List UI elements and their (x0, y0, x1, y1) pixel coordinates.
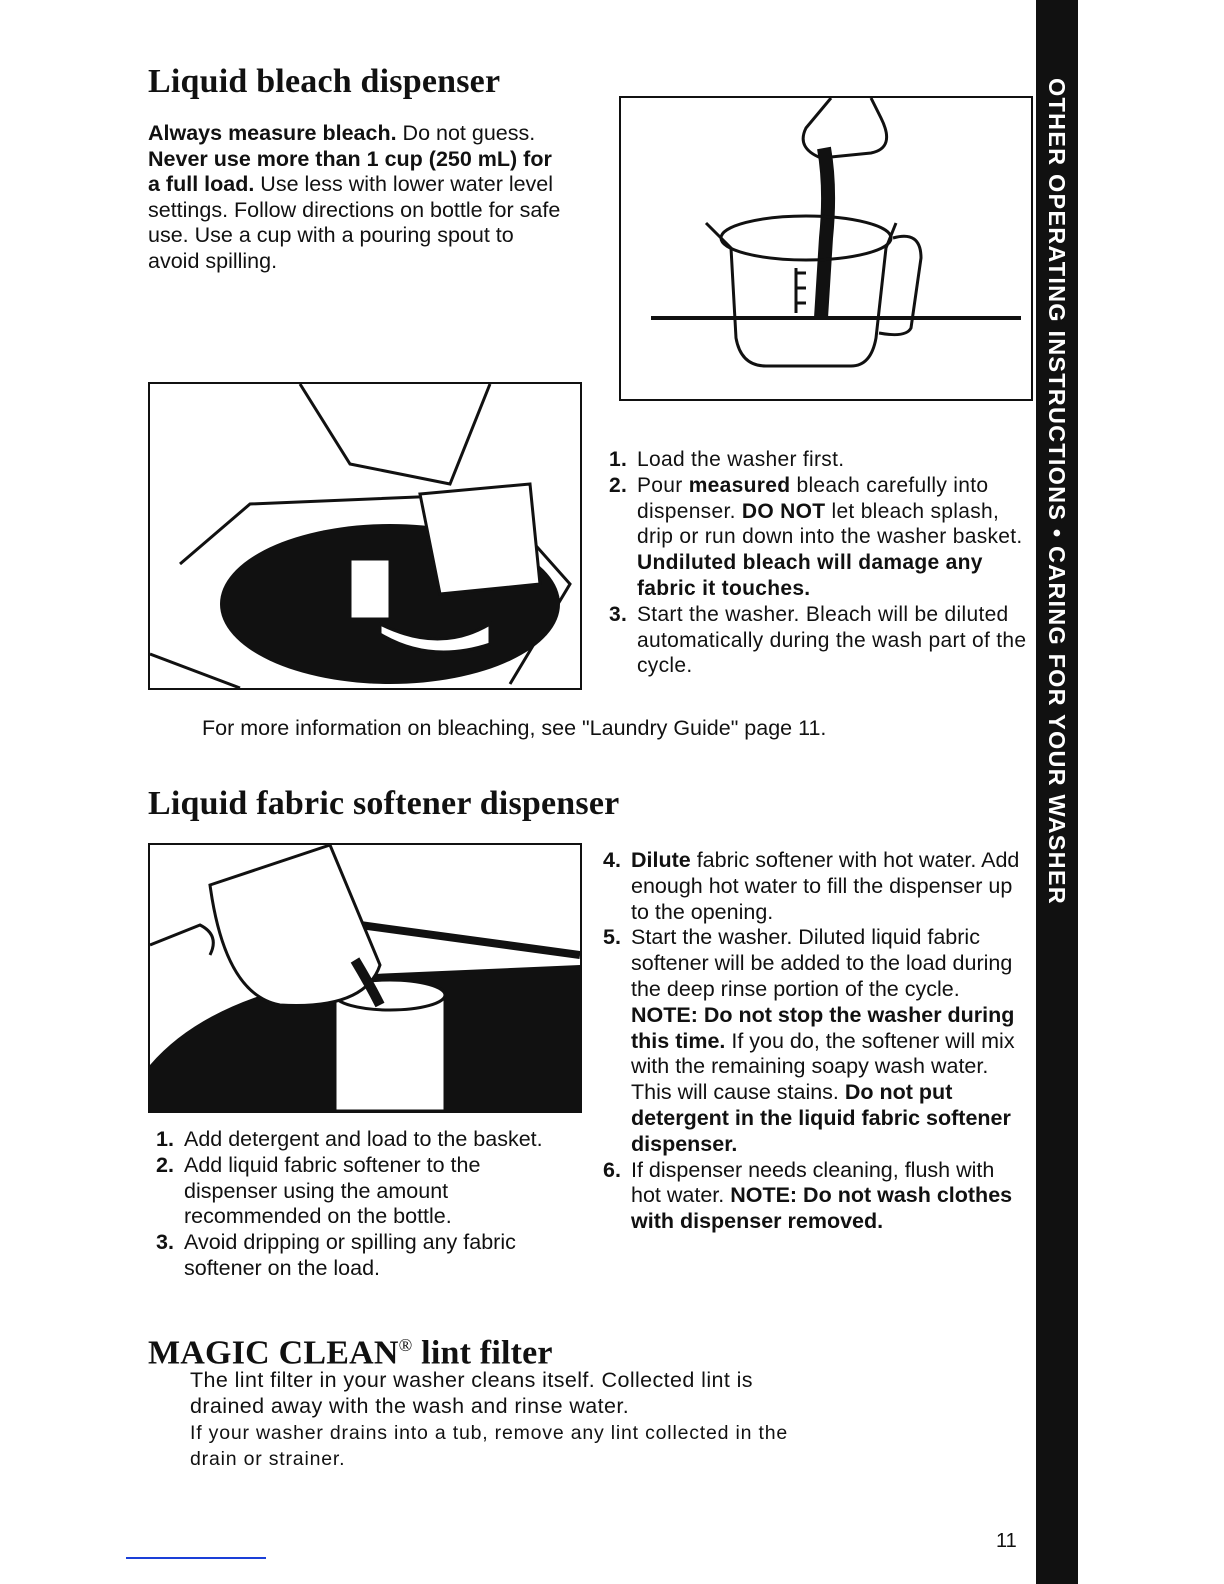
softener-steps-right: 4.Dilute fabric softener with hot water.… (603, 848, 1023, 1235)
bleach-section-title: Liquid bleach dispenser (148, 63, 501, 100)
washer-bleach-illustration (148, 382, 582, 690)
sidebar-label: OTHER OPERATING INSTRUCTIONS • CARING FO… (1044, 78, 1070, 905)
lint-paragraph-2: If your washer drains into a tub, remove… (190, 1422, 788, 1470)
bleach-step-3: 3.Start the washer. Bleach will be dilut… (609, 602, 1027, 678)
softener-step-4: 4.Dilute fabric softener with hot water.… (603, 848, 1020, 924)
bleach-step-2: 2.Pour measured bleach carefully into di… (609, 473, 1023, 600)
softener-section-title: Liquid fabric softener dispenser (148, 785, 620, 822)
bleach-more-info: For more information on bleaching, see "… (202, 716, 827, 740)
softener-step-2: 2.Add liquid fabric softener to the disp… (156, 1152, 481, 1229)
softener-step-5: 5.Start the washer. Diluted liquid fabri… (603, 925, 1015, 1156)
sidebar-tab (1036, 0, 1078, 1584)
softener-step-6: 6.If dispenser needs cleaning, flush wit… (603, 1157, 1013, 1234)
bleach-steps: 1.Load the washer first. 2.Pour measured… (609, 447, 1029, 679)
pouring-bleach-illustration (619, 96, 1033, 401)
page-number: 11 (996, 1530, 1017, 1552)
softener-illustration (148, 843, 582, 1113)
softener-step-3: 3.Avoid dripping or spilling any fabric … (156, 1230, 516, 1280)
footer-rule (126, 1557, 266, 1559)
lint-paragraph-1: The lint filter in your washer cleans it… (190, 1368, 753, 1418)
softener-steps-left: 1.Add detergent and load to the basket. … (156, 1127, 576, 1282)
bleach-step-1: 1.Load the washer first. (609, 448, 845, 471)
lint-section-title: MAGIC CLEAN® lint filter (148, 1334, 553, 1372)
bleach-intro: Always measure bleach. Do not guess. Nev… (148, 121, 561, 273)
softener-step-1: 1.Add detergent and load to the basket. (156, 1127, 543, 1151)
